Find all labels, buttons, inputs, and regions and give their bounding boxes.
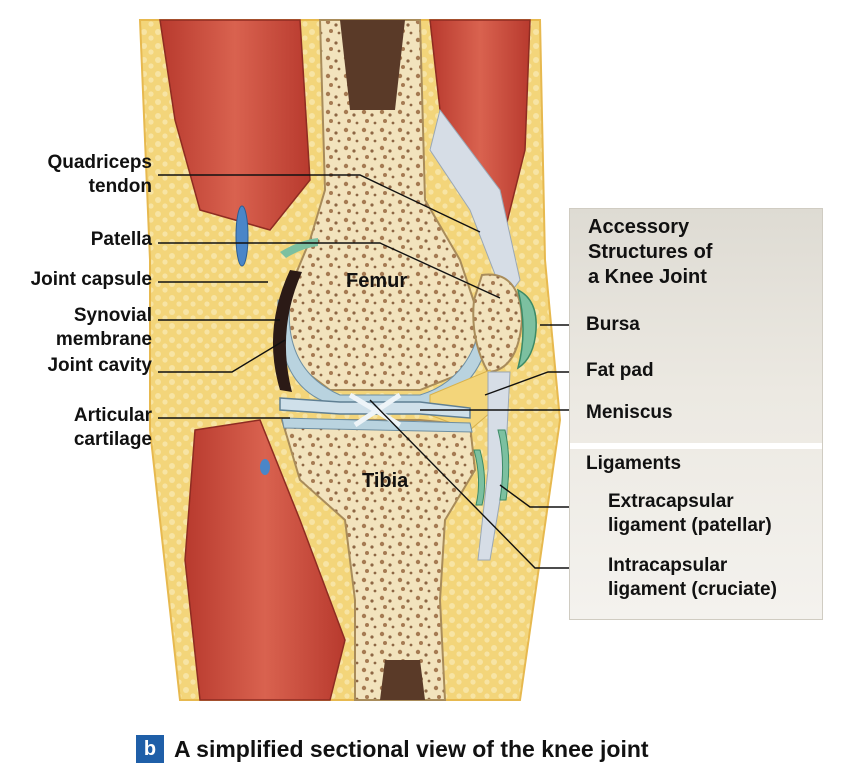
label-quadriceps-tendon-text: Quadriceps tendon (47, 152, 152, 197)
label-patella: Patella (24, 228, 152, 252)
label-articular-cartilage: Articular cartilage (24, 404, 152, 452)
label-extracapsular-ligament: Extracapsular ligament (patellar) (608, 490, 772, 538)
label-bursa: Bursa (586, 313, 640, 337)
caption-badge: b (136, 735, 164, 763)
label-joint-capsule-text: Joint capsule (31, 269, 152, 290)
label-tibia: Tibia (362, 470, 408, 493)
vessel-left-lower (260, 459, 270, 475)
panel-divider (570, 443, 822, 449)
label-synovial-membrane-text: Synovial membrane (56, 305, 152, 350)
label-quadriceps-tendon: Quadriceps tendon (24, 151, 152, 199)
label-joint-cavity-text: Joint cavity (47, 355, 152, 376)
label-intracapsular-ligament: Intracapsular ligament (cruciate) (608, 554, 777, 602)
label-articular-cartilage-text: Articular cartilage (74, 405, 152, 450)
caption-text: A simplified sectional view of the knee … (174, 736, 649, 763)
label-meniscus: Meniscus (586, 401, 673, 425)
label-patella-text: Patella (91, 229, 152, 250)
panel-title: Accessory Structures of a Knee Joint (588, 215, 712, 290)
label-ligaments: Ligaments (586, 452, 681, 476)
label-femur: Femur (346, 270, 407, 293)
label-joint-cavity: Joint cavity (14, 354, 152, 378)
label-synovial-membrane: Synovial membrane (24, 304, 152, 352)
label-joint-capsule: Joint capsule (4, 268, 152, 292)
tibia-marrow (380, 660, 425, 700)
vessel-left (236, 206, 248, 266)
figure-caption: b A simplified sectional view of the kne… (136, 733, 649, 765)
label-fat-pad: Fat pad (586, 359, 654, 383)
femur-marrow (340, 20, 405, 110)
